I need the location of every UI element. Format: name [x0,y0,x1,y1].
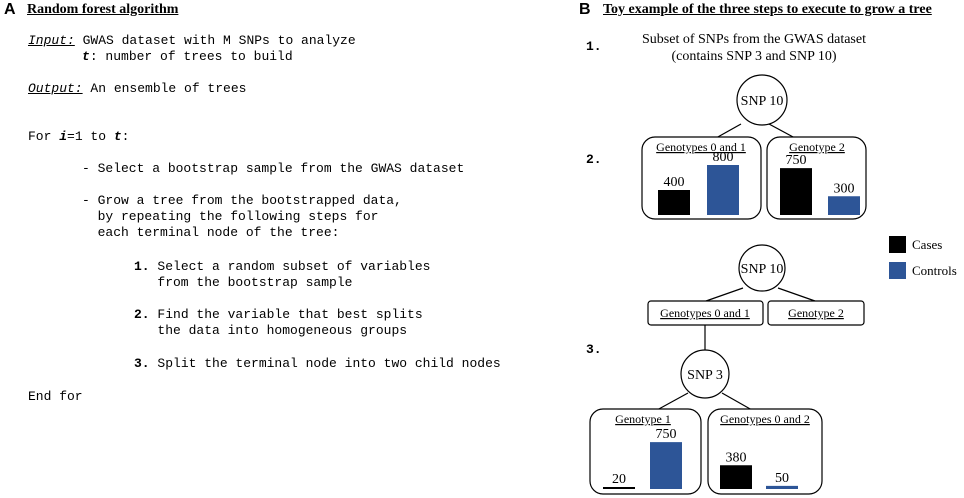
step-grow-line2: by repeating the following steps for [82,209,379,224]
panel-a-title: Random forest algorithm [27,2,179,17]
edge-snp3-left [656,392,689,411]
node-snp10-top [736,74,788,126]
input-label: Input: [28,33,75,48]
substep-3-text: Split the terminal node into two child n… [149,356,501,371]
bar-chart2-cases [780,168,812,215]
bar-chart3-cases [603,487,635,489]
leaf-genotypes-01-label: Genotypes 0 and 1 [656,140,746,154]
input-text: GWAS dataset with M SNPs to analyze [74,33,356,48]
bar-label-chart2-cases: 750 [786,153,807,168]
legend-controls-swatch [889,262,906,279]
substep-3-line: 3. Split the terminal node into two chil… [134,356,501,372]
leaf-genotypes-02-label: Genotypes 0 and 2 [720,412,810,426]
for-range: =1 to [67,129,114,144]
substep-1-line2: from the bootstrap sample [134,275,353,290]
node-snp3-label: SNP 3 [687,368,723,383]
node-snp10-bottom-label: SNP 10 [741,262,784,277]
substep-1-number: 1. [134,259,150,274]
t-variable: t [82,49,90,64]
node-genotypes-01-label: Genotypes 0 and 1 [660,306,750,320]
step-bootstrap: - Select a bootstrap sample from the GWA… [82,161,465,176]
edge-snp10-left [715,123,742,139]
step-2-number: 2. [586,152,602,167]
edge2-snp10-right [777,287,816,302]
panel-b-title: Toy example of the three steps to execut… [603,2,932,17]
bar-label-chart3-cases: 20 [612,472,626,487]
bar-label-chart4-controls: 50 [775,471,789,486]
bar-label-chart1-controls: 800 [713,150,734,165]
subset-line-2: (contains SNP 3 and SNP 10) [671,49,836,64]
output-text: An ensemble of trees [82,81,247,96]
step-1-number: 1. [586,39,602,54]
legend-controls-label: Controls [912,263,957,278]
substep-1-line1: 1. Select a random subset of variables [134,259,430,275]
end-for-line: End for [28,389,83,404]
substep-2-number: 2. [134,307,150,322]
for-keyword: For [28,129,60,144]
leaf-genotype-2-label: Genotype 2 [789,140,845,154]
edge2-snp10-left [705,287,744,302]
substep-2-line1: 2. Find the variable that best splits [134,307,423,323]
bar-chart2-controls [828,196,860,215]
panel-a-letter: A [4,1,16,18]
bar-charts: 400 800 750 300 20 750 380 50 [603,150,860,489]
bar-chart3-controls [650,442,682,489]
leaf-genotype-1-label: Genotype 1 [615,412,671,426]
bar-chart1-controls [707,165,739,215]
step-grow-line1: - Grow a tree from the bootstrapped data… [82,193,402,208]
node-snp10-top-label: SNP 10 [741,94,784,109]
node-genotype-2 [767,300,865,326]
for-t-variable: t [113,129,122,144]
for-line: For i=1 to t: [28,129,129,145]
input-line: Input: GWAS dataset with M SNPs to analy… [28,33,356,49]
bar-chart4-controls [766,485,798,489]
subset-line-1: Subset of SNPs from the GWAS dataset [642,32,866,47]
bar-label-chart1-cases: 400 [664,175,685,190]
substep-1-text: Select a random subset of variables [149,259,431,274]
step-grow-line3: each terminal node of the tree: [82,225,340,240]
trees-line: t: number of trees to build [82,49,293,65]
legend-cases-label: Cases [912,237,942,252]
bar-chart1-cases [658,190,690,215]
i-variable: i [59,129,68,144]
node-genotype-2-label: Genotype 2 [788,306,844,320]
output-label: Output: [28,81,83,96]
node-snp3 [680,349,730,399]
panel-b-letter: B [579,1,591,18]
output-line: Output: An ensemble of trees [28,81,246,97]
for-colon: : [121,129,130,144]
bar-label-chart2-controls: 300 [834,181,855,196]
substep-3-number: 3. [134,356,150,371]
substep-2-text: Find the variable that best splits [149,307,423,322]
bar-label-chart4-cases: 380 [726,450,747,465]
trees-text: : number of trees to build [89,49,293,64]
edge-snp3-right [721,392,753,411]
bar-chart4-cases [720,465,752,489]
legend-cases-swatch [889,236,906,253]
edge-snp10-right [768,123,796,139]
step-3-number: 3. [586,342,602,357]
bar-label-chart3-controls: 750 [656,427,677,442]
node-snp10-bottom [738,244,786,292]
substep-2-line2: the data into homogeneous groups [134,323,408,338]
